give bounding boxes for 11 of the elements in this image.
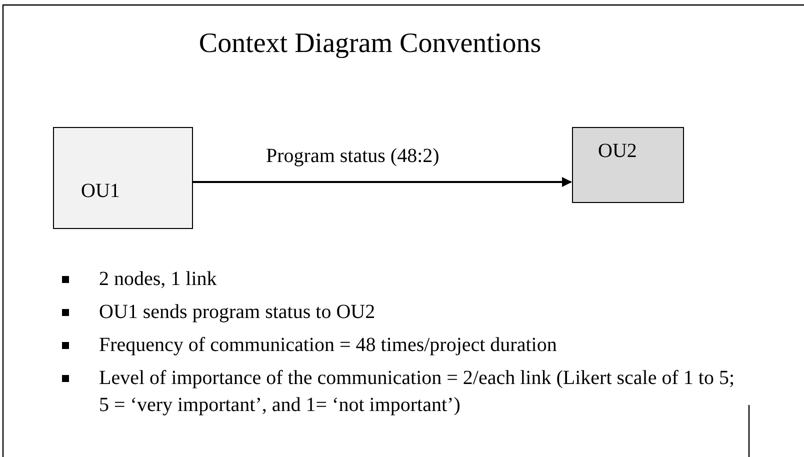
process-box — [572, 127, 684, 203]
edge-label: Program status (48:2) — [266, 145, 440, 168]
bullet-text: OU1 sends program status to OU2 — [99, 301, 376, 323]
title: Context Diagram Conventions — [198, 28, 542, 60]
node-label: OU1 — [81, 180, 120, 203]
bullet-text: Level of importance of the communication = 2/each link (Likert scale of 1 to 5; 5 = ‘very important’, and 1= ‘not important’) — [99, 367, 735, 416]
arrow — [193, 177, 572, 187]
node-label: OU2 — [598, 140, 637, 163]
bullet-text: Frequency of communication = 48 times/project duration — [99, 334, 557, 356]
process-box — [53, 127, 193, 229]
bullet-text: 2 nodes, 1 link — [99, 268, 217, 290]
